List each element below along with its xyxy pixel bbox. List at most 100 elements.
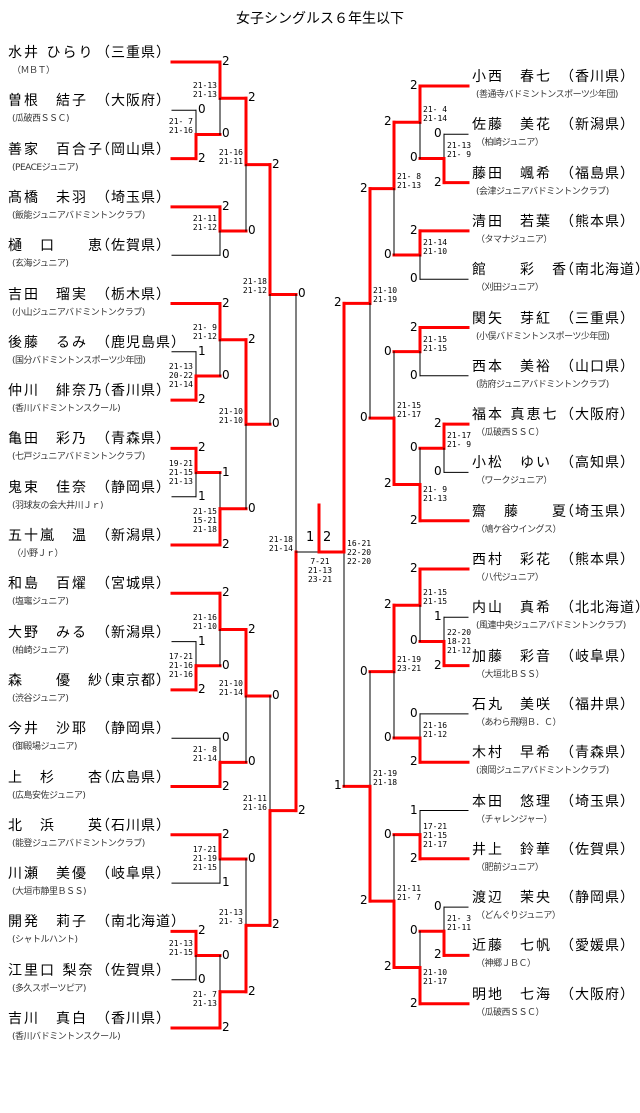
player-prefecture: （新潟県） — [96, 624, 171, 641]
player-club: （チャレンジャー） — [476, 814, 552, 825]
game-count: 2 — [434, 657, 442, 672]
player-name: 水井 ひらり — [8, 45, 95, 61]
player-name: 吉川 真白 — [8, 1011, 88, 1027]
game-count: 2 — [434, 416, 442, 431]
game-count: 0 — [298, 286, 306, 301]
game-count: 2 — [222, 1020, 230, 1034]
player-name: 齋 藤 夏 — [472, 503, 568, 520]
game-count: 0 — [410, 367, 418, 382]
game-count: 2 — [384, 959, 392, 974]
player-name: 館 彩 香 — [472, 262, 568, 279]
player-name: 佐藤 美花 — [472, 117, 552, 134]
player-name: 井上 鈴華 — [472, 841, 552, 858]
player-club: （あわら飛翔Ｂ．Ｃ） — [476, 717, 562, 728]
game-count: 0 — [360, 663, 368, 678]
game-count: 0 — [410, 705, 418, 720]
game-count: 1 — [410, 802, 418, 817]
game-count: 0 — [248, 500, 256, 515]
player-club: (広島安佐ジュニア) — [12, 790, 86, 801]
game-count: 0 — [222, 657, 230, 672]
match-score: 21-16 21-11 — [218, 147, 243, 166]
player-club: (羽球友の会大井川Ｊｒ) — [12, 500, 104, 511]
match-score: 21- 9 21-12 — [192, 322, 217, 341]
player-prefecture: （香川県） — [96, 383, 171, 400]
game-count: 2 — [198, 681, 206, 696]
player-name: 西本 美裕 — [472, 358, 552, 375]
game-count: 1 — [222, 875, 230, 890]
game-count: 0 — [222, 126, 230, 141]
match-score: 21-10 21-14 — [218, 678, 243, 697]
player-prefecture: （青森県） — [96, 431, 171, 448]
player-club: （タマナジュニア） — [476, 234, 552, 245]
game-count: 2 — [298, 802, 306, 817]
match-score: 21-10 21-10 — [218, 407, 243, 426]
match-score: 21-11 21-12 — [192, 214, 217, 233]
player-name: 清田 若葉 — [472, 213, 552, 230]
game-count: 2 — [248, 621, 256, 636]
game-count: 0 — [384, 247, 392, 262]
game-count: 2 — [384, 114, 392, 129]
player-name: 小西 春七 — [472, 69, 552, 85]
game-count: 2 — [222, 54, 230, 68]
game-count: 0 — [248, 754, 256, 769]
player-name: 曽根 結子 — [8, 93, 88, 110]
game-count: 0 — [384, 826, 392, 841]
player-prefecture: （広島県） — [96, 769, 171, 786]
player-name: 後藤 るみ — [8, 334, 88, 351]
match-score: 21-13 21-15 — [168, 938, 193, 957]
match-score: 21-15 21-15 — [423, 334, 448, 353]
game-count: 0 — [248, 223, 256, 238]
player-club: (柏崎ジュニア) — [12, 645, 69, 656]
player-prefecture: （北北海道） — [560, 600, 640, 617]
player-name: 大野 みる — [8, 624, 88, 641]
player-club: (飯能ジュニアバドミントンクラブ) — [12, 210, 145, 221]
game-count: 2 — [410, 754, 418, 769]
match-score: 21-19 23-21 — [397, 654, 422, 673]
player-name: 吉田 瑠実 — [8, 286, 88, 303]
player-name: 内山 真希 — [472, 600, 552, 617]
player-name: 川瀬 美優 — [8, 866, 88, 883]
game-count: 0 — [384, 343, 392, 358]
player-club: （神郷ＪＢＣ） — [476, 959, 536, 970]
game-count: 0 — [410, 150, 418, 165]
game-count: 0 — [272, 687, 280, 702]
player-name: 亀田 彩乃 — [8, 431, 88, 448]
player-club: (塩竈ジュニア) — [12, 597, 69, 608]
player-club: (風連中央ジュニアバドミントンクラブ) — [476, 621, 626, 632]
player-name: 仲川 緋奈乃 — [8, 383, 104, 400]
match-score: 21-13 21- 9 — [447, 141, 472, 160]
player-name: 福本 真恵七 — [472, 407, 559, 424]
player-club: (香川バドミントンスクール) — [12, 1032, 121, 1042]
game-count: 0 — [198, 102, 206, 117]
game-count: 2 — [248, 331, 256, 346]
player-name: 明地 七海 — [472, 986, 552, 1003]
game-count: 2 — [248, 983, 256, 998]
game-count: 2 — [248, 90, 256, 105]
game-count: 2 — [222, 826, 230, 841]
game-count: 2 — [222, 778, 230, 793]
player-prefecture: （高知県） — [560, 455, 635, 472]
player-club: (浪岡ジュニアバドミントンクラブ) — [476, 766, 609, 777]
player-club: (香川バドミントンスクール) — [12, 404, 121, 415]
game-count: 2 — [272, 917, 280, 932]
player-prefecture: （佐賀県） — [96, 238, 171, 255]
final-right-count: 2 — [323, 530, 332, 545]
player-club: (瓜破西ＳＳＣ) — [12, 114, 70, 125]
game-count: 2 — [222, 198, 230, 213]
player-name: 藤田 颯希 — [472, 165, 552, 182]
match-score: 21- 9 21-13 — [423, 485, 448, 504]
game-count: 0 — [222, 367, 230, 382]
match-score: 21-19 21-18 — [373, 769, 398, 788]
player-club: （小野Ｊｒ） — [12, 549, 64, 559]
match-score: 21-11 21- 7 — [397, 884, 422, 903]
player-prefecture: （三重県） — [560, 310, 635, 327]
player-prefecture: （熊本県） — [560, 552, 635, 568]
player-prefecture: （佐賀県） — [96, 962, 171, 979]
player-club: (小俣バドミントンスポーツ少年団) — [476, 331, 610, 342]
match-score: 21-17 21- 9 — [447, 431, 472, 450]
player-name: 森 優 紗 — [8, 672, 104, 689]
game-count: 2 — [384, 597, 392, 612]
player-prefecture: （南北海道） — [96, 914, 186, 931]
game-count: 1 — [198, 343, 206, 358]
